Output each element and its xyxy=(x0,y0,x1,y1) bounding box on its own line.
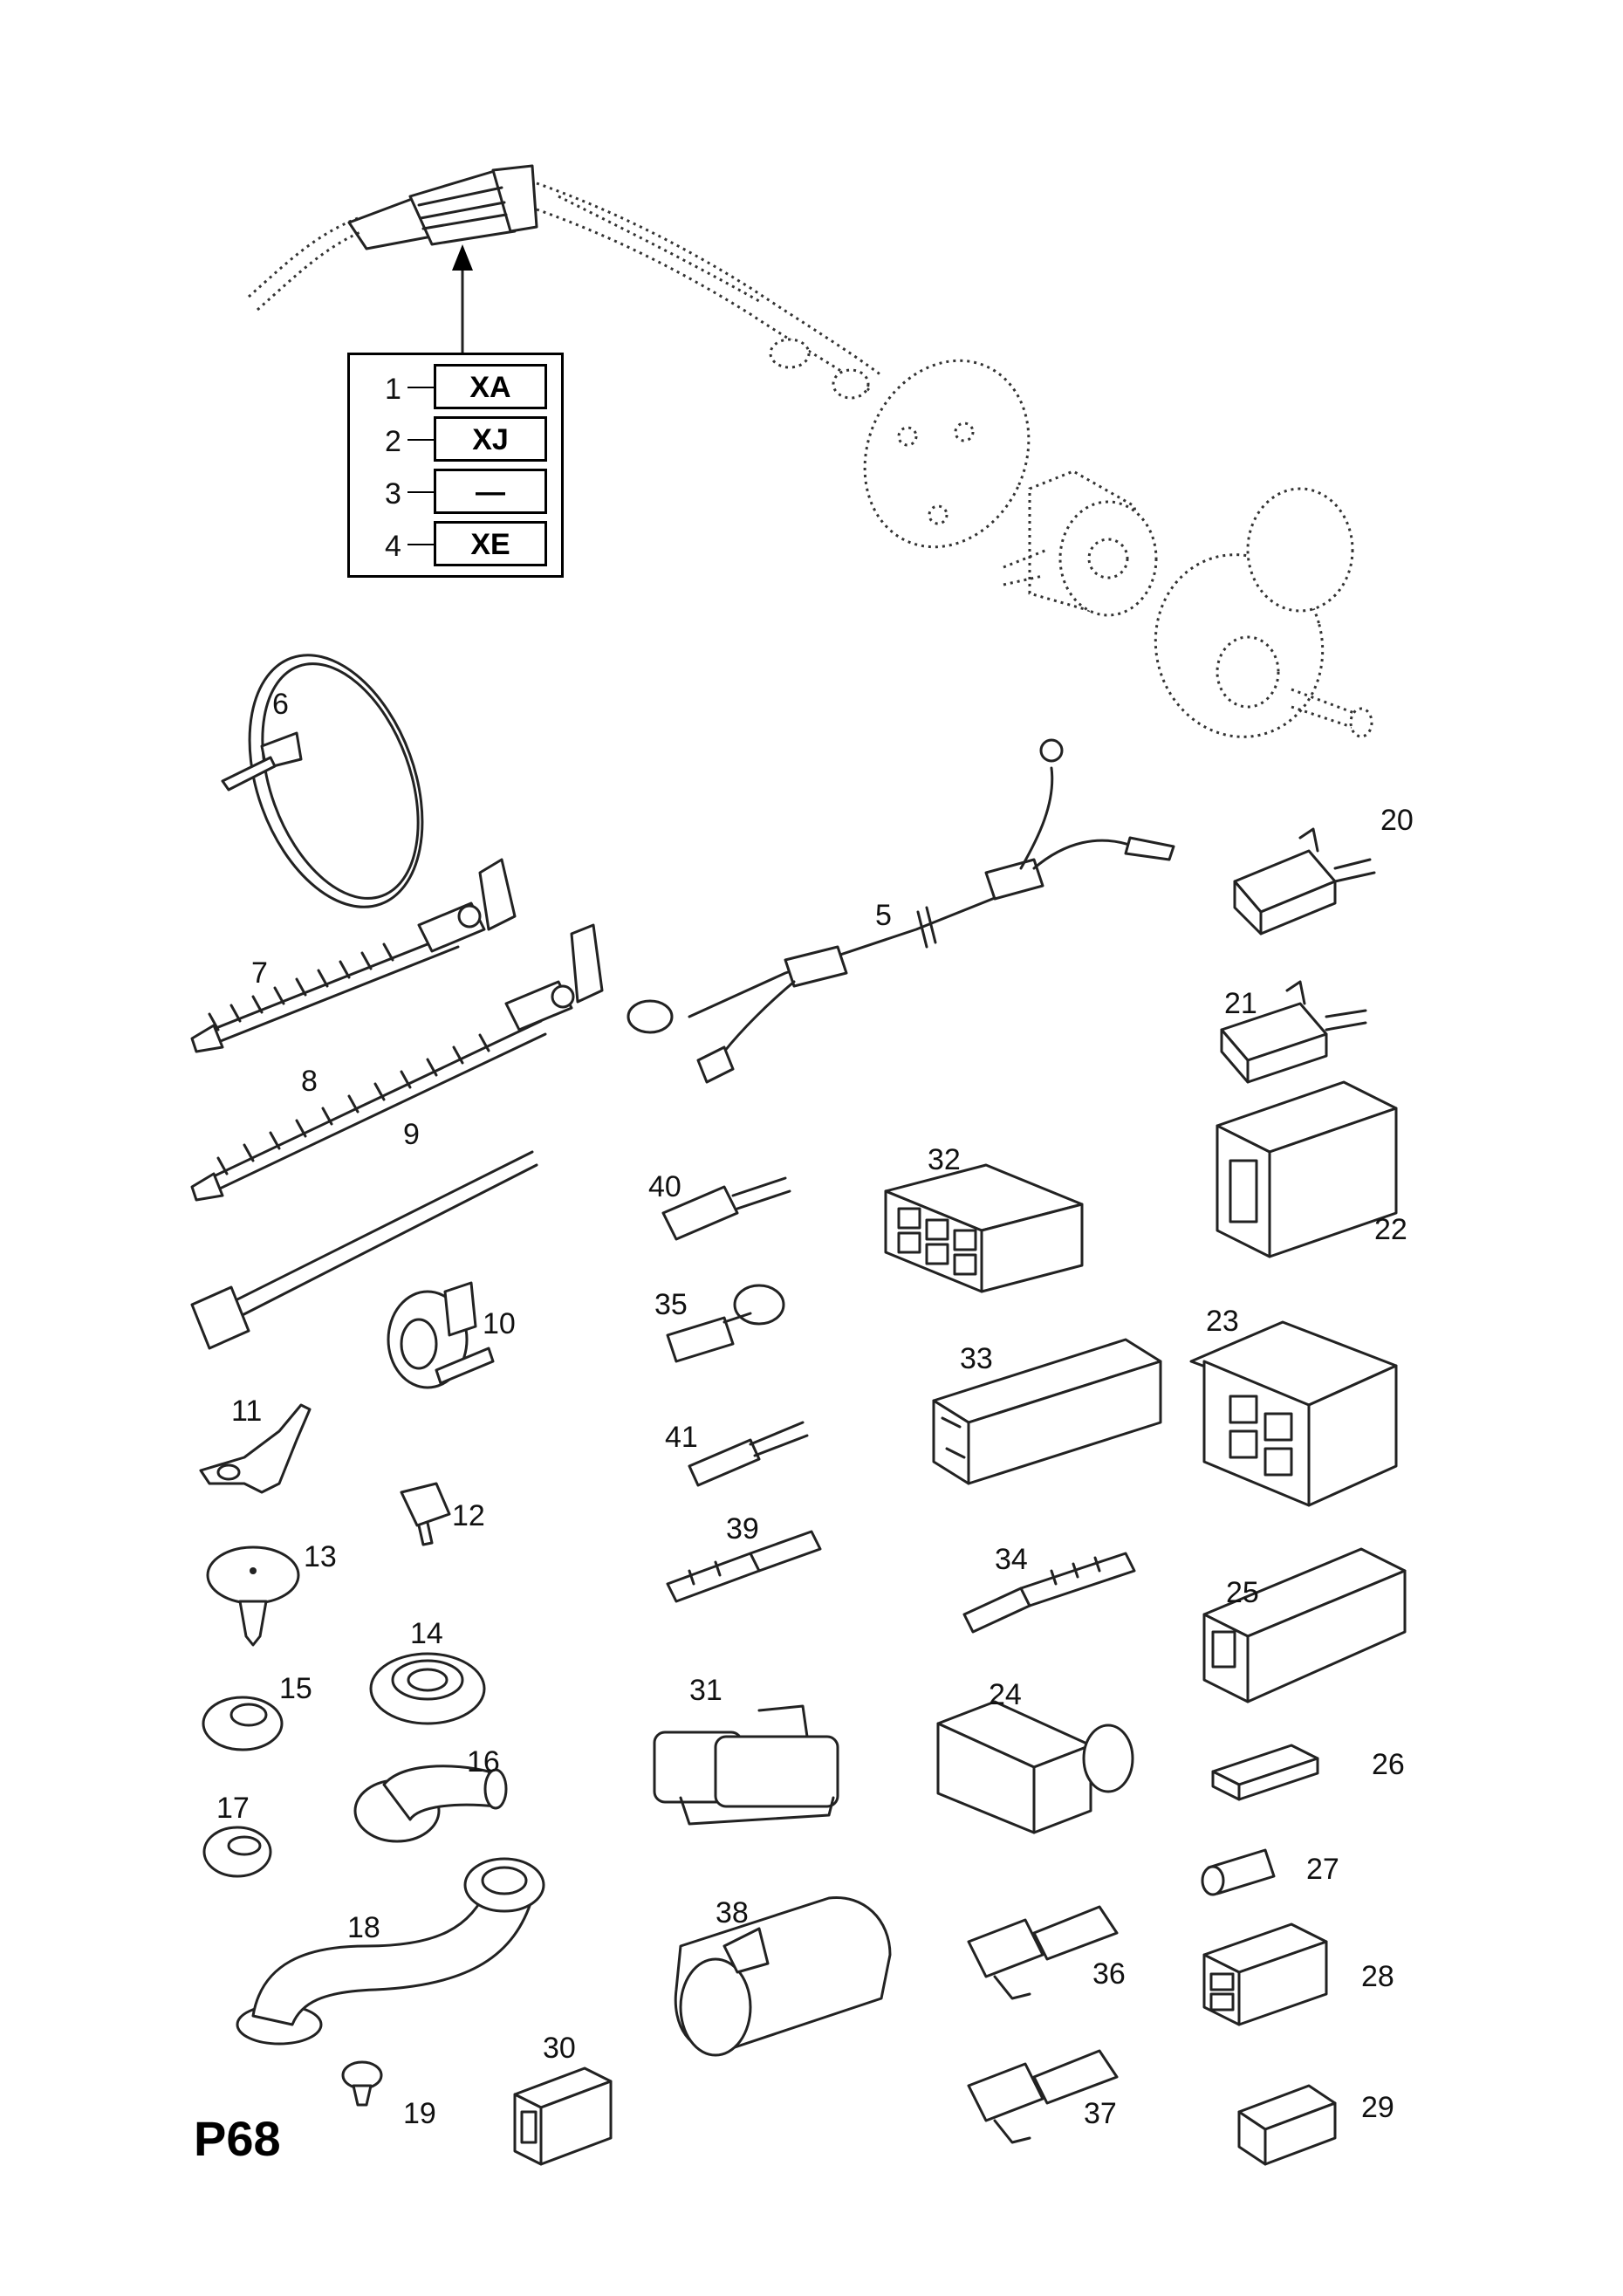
part-32-housing xyxy=(884,1163,1084,1293)
callout-36: 36 xyxy=(1092,1957,1126,1991)
part-25-housing-long xyxy=(1202,1547,1407,1703)
part-39-terminal xyxy=(666,1530,822,1603)
callout-29: 29 xyxy=(1361,2091,1394,2124)
part-27-sleeve xyxy=(1201,1848,1276,1896)
callout-9: 9 xyxy=(403,1118,420,1151)
part-41-terminal xyxy=(688,1421,809,1487)
part-34-terminal xyxy=(962,1552,1136,1634)
callout-24: 24 xyxy=(989,1678,1022,1711)
part-35-terminal xyxy=(666,1284,785,1363)
callout-13: 13 xyxy=(304,1540,337,1573)
part-29-housing xyxy=(1237,2084,1337,2166)
callout-10: 10 xyxy=(483,1307,516,1340)
callout-22: 22 xyxy=(1374,1213,1407,1246)
part-22-housing xyxy=(1216,1080,1398,1258)
callout-7: 7 xyxy=(251,956,268,990)
variant-index: 1 xyxy=(385,373,401,406)
leader-line xyxy=(407,439,434,441)
variant-code: XE xyxy=(434,521,547,566)
callout-37: 37 xyxy=(1084,2097,1117,2130)
variant-index: 4 xyxy=(385,530,401,563)
callout-18: 18 xyxy=(347,1911,380,1944)
page-code: P68 xyxy=(194,2111,281,2166)
part-31-twin-connector xyxy=(653,1704,839,1826)
part-16-grommet-elbow xyxy=(353,1765,508,1843)
callout-14: 14 xyxy=(410,1617,443,1650)
part-8-fir-tree-tie-long xyxy=(190,923,604,1202)
callout-8: 8 xyxy=(301,1065,318,1098)
callout-5: 5 xyxy=(875,899,892,932)
part-14-grommet xyxy=(369,1652,486,1725)
part-20-connector xyxy=(1233,827,1376,936)
part-17-grommet xyxy=(202,1826,272,1878)
part-6-cable-tie-loop xyxy=(221,654,424,908)
variant-row: 1 XA xyxy=(350,360,561,413)
part-21-connector xyxy=(1220,980,1367,1084)
callout-34: 34 xyxy=(995,1543,1028,1576)
part-26-housing xyxy=(1211,1744,1319,1801)
callout-32: 32 xyxy=(928,1143,961,1176)
part-15-grommet-small xyxy=(202,1696,284,1751)
variant-row: 4 XE xyxy=(350,517,561,570)
part-11-bracket xyxy=(199,1403,312,1494)
part-37-terminal xyxy=(967,2049,1119,2144)
part-12-plug xyxy=(400,1482,451,1546)
callout-15: 15 xyxy=(279,1672,312,1705)
variant-row: 3 — xyxy=(350,465,561,517)
part-38-sealed-connector xyxy=(674,1895,892,2057)
callout-31: 31 xyxy=(689,1674,722,1707)
callout-25: 25 xyxy=(1226,1576,1259,1609)
part-9-cable-tie xyxy=(190,1150,538,1350)
callout-20: 20 xyxy=(1380,804,1414,837)
callout-27: 27 xyxy=(1306,1853,1339,1886)
callout-17: 17 xyxy=(216,1792,250,1825)
callout-41: 41 xyxy=(665,1421,698,1454)
part-19-push-clip xyxy=(341,2060,383,2107)
callout-11: 11 xyxy=(231,1395,263,1428)
callout-38: 38 xyxy=(716,1896,749,1929)
callout-35: 35 xyxy=(654,1288,688,1321)
callout-16: 16 xyxy=(467,1745,500,1779)
callout-28: 28 xyxy=(1361,1960,1394,1993)
part-10-clip xyxy=(387,1281,495,1389)
variant-table: 1 XA 2 XJ 3 — 4 XE xyxy=(347,353,564,578)
part-28-housing xyxy=(1202,1922,1328,2026)
part-5-wire-lead xyxy=(627,738,1175,1084)
variant-index: 3 xyxy=(385,477,401,511)
part-40-terminal xyxy=(661,1176,791,1241)
part-18-grommet-hose xyxy=(236,1857,545,2046)
part-33-housing xyxy=(932,1338,1162,1485)
variant-code: — xyxy=(434,469,547,514)
trailer-harness-assembly xyxy=(248,164,1373,738)
callout-33: 33 xyxy=(960,1342,993,1375)
part-24-connector xyxy=(936,1700,1134,1834)
callout-39: 39 xyxy=(726,1512,759,1546)
part-30-housing xyxy=(513,2066,613,2166)
pointer-arrowhead xyxy=(452,244,473,271)
leader-line xyxy=(407,544,434,545)
callout-30: 30 xyxy=(543,2032,576,2065)
leader-line xyxy=(407,491,434,493)
part-23-multi-pin-housing xyxy=(1189,1320,1398,1507)
leader-line xyxy=(407,387,434,388)
part-36-terminal xyxy=(967,1905,1119,2000)
callout-19: 19 xyxy=(403,2097,436,2130)
variant-index: 2 xyxy=(385,425,401,458)
callout-40: 40 xyxy=(648,1170,681,1203)
variant-code: XA xyxy=(434,364,547,409)
part-13-push-clip xyxy=(206,1546,300,1647)
callout-12: 12 xyxy=(452,1499,485,1532)
callout-26: 26 xyxy=(1372,1748,1405,1781)
variant-row: 2 XJ xyxy=(350,413,561,465)
part-7-fir-tree-tie xyxy=(190,858,517,1053)
callout-23: 23 xyxy=(1206,1305,1239,1338)
callout-6: 6 xyxy=(272,688,289,721)
callout-21: 21 xyxy=(1224,987,1257,1020)
variant-code: XJ xyxy=(434,416,547,462)
